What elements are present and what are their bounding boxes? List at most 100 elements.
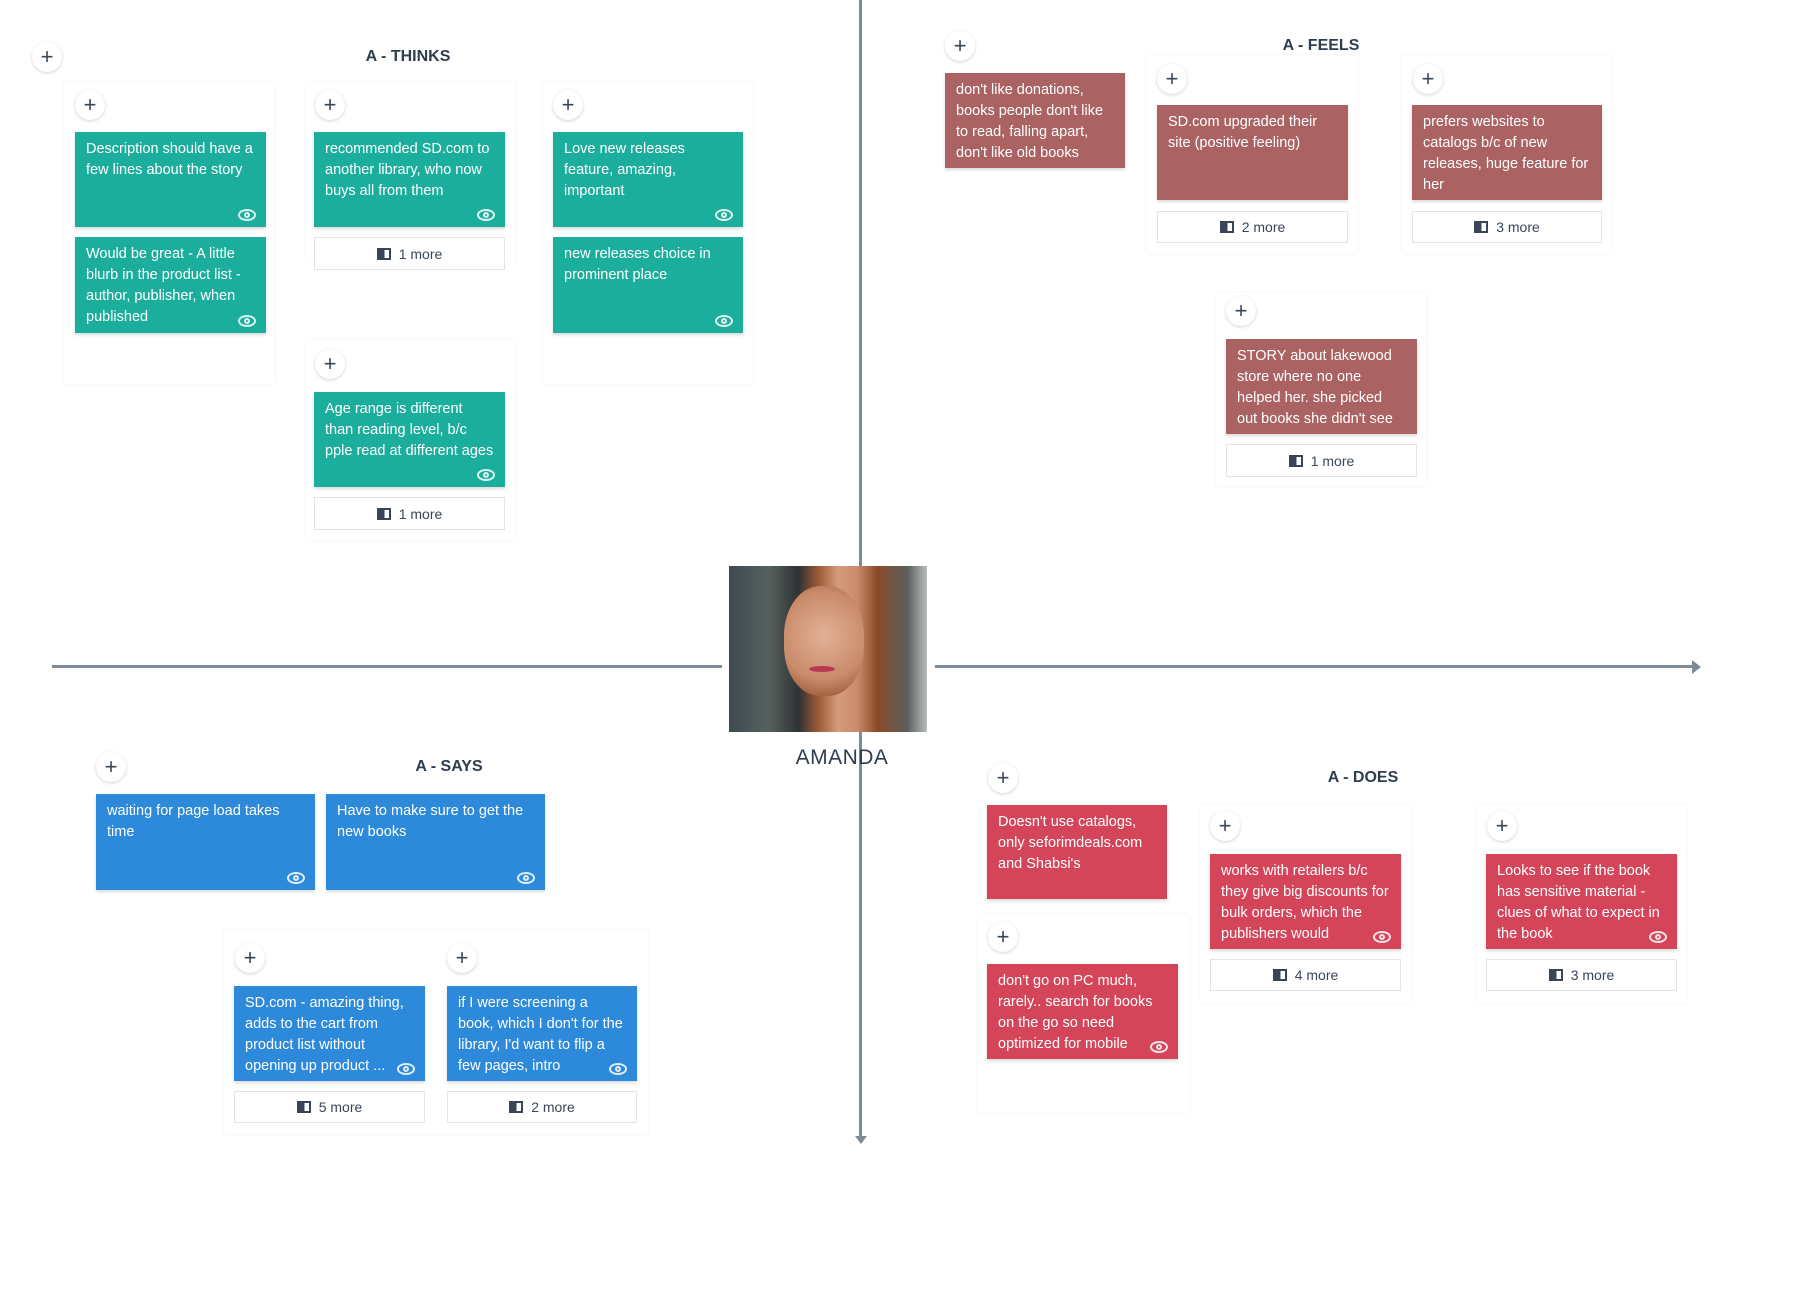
note-text: recommended SD.com to another library, w… xyxy=(325,141,490,199)
persona-face xyxy=(784,586,864,696)
more-button[interactable]: 4 more xyxy=(1210,959,1401,991)
says-title: A - SAYS xyxy=(415,758,483,775)
stack-icon xyxy=(1272,969,1287,981)
sticky-note[interactable]: SD.com upgraded their site (positive fee… xyxy=(1157,105,1348,200)
sticky-note[interactable]: Looks to see if the book has sensitive m… xyxy=(1486,854,1677,949)
eye-icon[interactable] xyxy=(477,209,495,221)
sticky-note[interactable]: works with retailers b/c they give big d… xyxy=(1210,854,1401,949)
thinks-title: A - THINKS xyxy=(365,48,451,65)
sticky-note[interactable]: Have to make sure to get the new books xyxy=(326,794,545,890)
more-button[interactable]: 3 more xyxy=(1412,211,1602,243)
more-button[interactable]: 1 more xyxy=(1226,444,1417,477)
sticky-note[interactable]: Love new releases feature, amazing, impo… xyxy=(553,132,743,227)
note-text: SD.com upgraded their site (positive fee… xyxy=(1168,114,1318,151)
sticky-note[interactable]: waiting for page load takes time xyxy=(96,794,315,890)
more-label: 1 more xyxy=(1310,452,1355,469)
eye-icon[interactable] xyxy=(609,1063,627,1075)
more-button[interactable]: 3 more xyxy=(1486,959,1677,991)
more-label: 3 more xyxy=(1496,219,1540,235)
thinks-column-3 xyxy=(543,82,753,384)
eye-icon[interactable] xyxy=(715,209,733,221)
feels-title: A - FEELS xyxy=(1282,37,1360,54)
note-text: if I were screening a book, which I don'… xyxy=(458,995,623,1074)
sticky-note[interactable]: new releases choice in prominent place xyxy=(553,237,743,333)
sticky-note[interactable]: Description should have a few lines abou… xyxy=(75,132,266,227)
sticky-note[interactable]: if I were screening a book, which I don'… xyxy=(447,986,637,1081)
persona-name: AMANDA xyxy=(795,746,889,769)
note-text: Description should have a few lines abou… xyxy=(86,141,253,178)
sticky-note[interactable]: recommended SD.com to another library, w… xyxy=(314,132,505,227)
add-feels-group-button[interactable]: + xyxy=(945,31,975,61)
eye-icon[interactable] xyxy=(238,315,256,327)
more-button[interactable]: 1 more xyxy=(314,237,505,270)
eye-icon[interactable] xyxy=(1649,931,1667,943)
note-text: Doesn't use catalogs, only seforimdeals.… xyxy=(998,814,1143,872)
sticky-note[interactable]: STORY about lakewood store where no one … xyxy=(1226,339,1417,434)
note-text: Love new releases feature, amazing, impo… xyxy=(564,141,685,199)
stack-icon xyxy=(509,1101,524,1113)
note-text: STORY about lakewood store where no one … xyxy=(1237,348,1393,434)
add-card-button[interactable]: + xyxy=(447,943,477,973)
note-text: don't go on PC much, rarely.. search for… xyxy=(998,973,1153,1052)
add-card-button[interactable]: + xyxy=(553,90,583,120)
add-card-button[interactable]: + xyxy=(1487,811,1517,841)
note-text: Have to make sure to get the new books xyxy=(337,803,524,840)
eye-icon[interactable] xyxy=(715,315,733,327)
add-card-button[interactable]: + xyxy=(988,922,1018,952)
note-text: don't like donations, books people don't… xyxy=(956,82,1104,161)
add-thinks-group-button[interactable]: + xyxy=(32,42,62,72)
more-button[interactable]: 2 more xyxy=(1157,211,1348,243)
note-text: Would be great - A little blurb in the p… xyxy=(86,246,241,325)
add-card-button[interactable]: + xyxy=(1413,64,1443,94)
more-label: 4 more xyxy=(1294,967,1339,983)
note-text: new releases choice in prominent place xyxy=(564,246,711,283)
more-button[interactable]: 5 more xyxy=(234,1091,425,1123)
eye-icon[interactable] xyxy=(1373,931,1391,943)
sticky-note[interactable]: don't like donations, books people don't… xyxy=(945,73,1125,168)
stack-icon xyxy=(1288,454,1303,467)
note-text: SD.com - amazing thing, adds to the cart… xyxy=(245,995,404,1074)
add-card-button[interactable]: + xyxy=(235,943,265,973)
eye-icon[interactable] xyxy=(238,209,256,221)
thinks-column-1 xyxy=(64,82,274,384)
eye-icon[interactable] xyxy=(477,469,495,481)
more-label: 3 more xyxy=(1570,967,1615,983)
more-label: 5 more xyxy=(318,1099,363,1115)
note-text: Looks to see if the book has sensitive m… xyxy=(1497,863,1660,942)
horizontal-axis-arrow-icon xyxy=(1692,660,1701,674)
more-label: 1 more xyxy=(398,505,443,522)
sticky-note[interactable]: prefers websites to catalogs b/c of new … xyxy=(1412,105,1602,200)
note-text: works with retailers b/c they give big d… xyxy=(1221,863,1389,942)
stack-icon xyxy=(1219,221,1234,233)
sticky-note[interactable]: Age range is different than reading leve… xyxy=(314,392,505,487)
sticky-note[interactable]: don't go on PC much, rarely.. search for… xyxy=(987,964,1178,1059)
vertical-axis-arrow-icon xyxy=(855,1136,867,1144)
stack-icon xyxy=(1474,221,1489,233)
sticky-note[interactable]: Would be great - A little blurb in the p… xyxy=(75,237,266,333)
add-card-button[interactable]: + xyxy=(75,90,105,120)
add-card-button[interactable]: + xyxy=(1210,811,1240,841)
add-card-button[interactable]: + xyxy=(315,90,345,120)
horizontal-axis-left xyxy=(52,665,722,668)
more-button[interactable]: 2 more xyxy=(447,1091,637,1123)
more-label: 2 more xyxy=(1241,219,1286,235)
add-does-group-button[interactable]: + xyxy=(988,763,1018,793)
add-card-button[interactable]: + xyxy=(315,349,345,379)
add-card-button[interactable]: + xyxy=(1157,64,1187,94)
persona-photo[interactable] xyxy=(729,566,927,732)
persona-lips xyxy=(809,666,835,672)
add-says-group-button[interactable]: + xyxy=(96,752,126,782)
eye-icon[interactable] xyxy=(1150,1041,1168,1053)
eye-icon[interactable] xyxy=(517,872,535,884)
eye-icon[interactable] xyxy=(397,1063,415,1075)
more-label: 1 more xyxy=(398,245,443,262)
sticky-note[interactable]: SD.com - amazing thing, adds to the cart… xyxy=(234,986,425,1081)
eye-icon[interactable] xyxy=(287,872,305,884)
horizontal-axis-right xyxy=(935,665,1695,668)
add-card-button[interactable]: + xyxy=(1226,296,1256,326)
sticky-note[interactable]: Doesn't use catalogs, only seforimdeals.… xyxy=(987,805,1167,899)
more-button[interactable]: 1 more xyxy=(314,497,505,530)
stack-icon xyxy=(1548,969,1563,981)
stack-icon xyxy=(376,507,391,520)
note-text: Age range is different than reading leve… xyxy=(325,401,494,459)
